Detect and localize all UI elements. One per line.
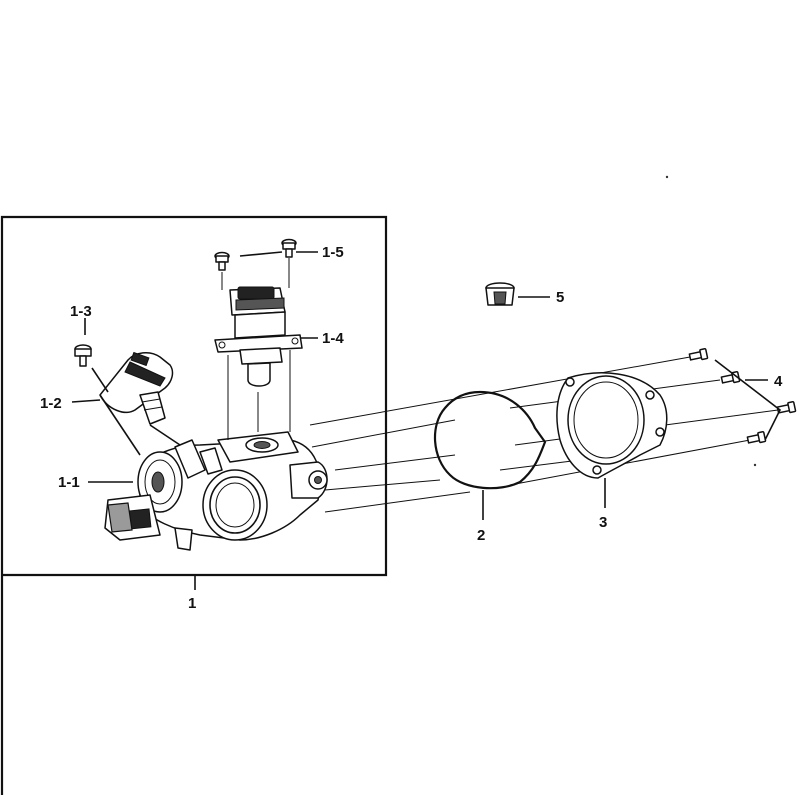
assembly-frame — [0, 215, 388, 795]
callout-1: 1 — [188, 595, 196, 612]
bolts-4 — [688, 348, 797, 444]
callout-1-4: 1-4 — [322, 330, 344, 347]
idle-air-valve-1-4 — [214, 286, 303, 440]
callout-1-1: 1-1 — [58, 474, 80, 491]
callout-3: 3 — [599, 514, 607, 531]
callout-1-5: 1-5 — [322, 244, 344, 261]
callout-4: 4 — [774, 373, 783, 390]
callout-1-3: 1-3 — [70, 303, 92, 320]
sensor-1-2 — [99, 351, 181, 456]
leader-1-2 — [71, 399, 101, 403]
callout-1-2: 1-2 — [40, 395, 62, 412]
speck — [753, 463, 757, 467]
alignment-lines — [309, 356, 779, 513]
flange-plate-3 — [556, 372, 668, 508]
callout-2: 2 — [477, 527, 485, 544]
callout-5: 5 — [556, 289, 564, 306]
speck — [665, 175, 669, 179]
screw-1-3 — [74, 344, 109, 393]
clip-5 — [485, 282, 550, 306]
throttle-body — [104, 431, 328, 551]
gasket-2 — [433, 390, 547, 520]
screws-1-5 — [214, 238, 297, 290]
